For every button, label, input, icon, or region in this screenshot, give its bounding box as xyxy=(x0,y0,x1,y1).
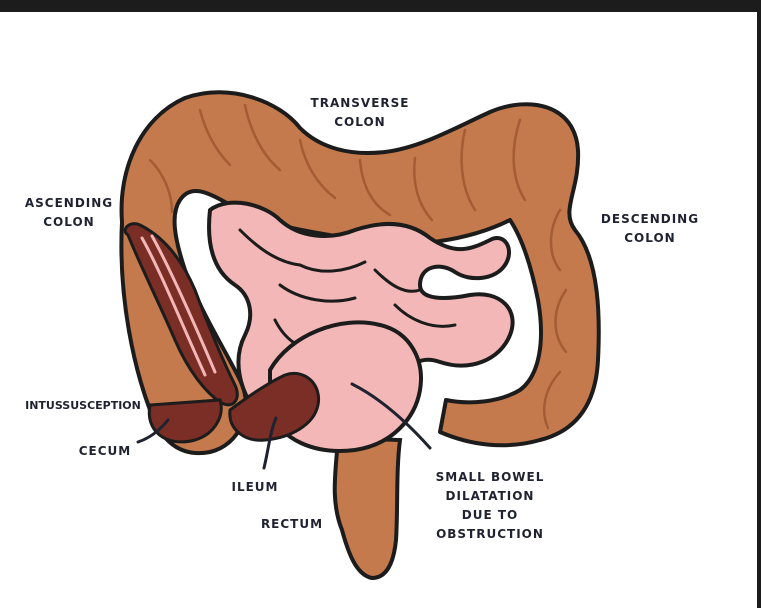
small-bowel-label-line4: OBSTRUCTION xyxy=(436,527,544,541)
ileum-shape xyxy=(228,372,321,442)
small-bowel-label-line3: DUE TO xyxy=(461,508,519,522)
small-bowel-label: SMALL BOWEL DILATATION DUE TO OBSTRUCTIO… xyxy=(420,468,560,544)
ascending-colon-label-line2: COLON xyxy=(43,215,95,229)
colon-shape xyxy=(119,90,601,456)
window-right-edge xyxy=(757,0,761,608)
descending-colon-label: DESCENDING COLON xyxy=(590,210,710,248)
intussusception-layers xyxy=(140,234,217,377)
small-bowel-label-line1: SMALL BOWEL xyxy=(435,470,545,484)
window-top-bar xyxy=(0,0,761,12)
cecum-label: CECUM xyxy=(78,444,132,458)
descending-colon-label-line1: DESCENDING xyxy=(600,212,700,226)
ascending-colon-label-line1: ASCENDING xyxy=(24,196,114,210)
rectum-shape xyxy=(332,435,403,581)
transverse-colon-label: TRANSVERSE COLON xyxy=(300,94,420,132)
ileum-label: ILEUM xyxy=(231,480,279,494)
colon-haustra xyxy=(133,103,568,430)
leader-lines xyxy=(136,382,432,470)
intussusception-label: INTUSSUSCEPTION xyxy=(25,399,141,412)
rectum-label: RECTUM xyxy=(260,517,324,531)
transverse-colon-label-line2: COLON xyxy=(334,115,386,129)
small-bowel-label-line2: DILATATION xyxy=(445,489,535,503)
cecum-shape xyxy=(147,398,223,444)
ascending-colon-label: ASCENDING COLON xyxy=(14,194,124,232)
transverse-colon-label-line1: TRANSVERSE xyxy=(310,96,410,110)
descending-colon-label-line2: COLON xyxy=(624,231,676,245)
